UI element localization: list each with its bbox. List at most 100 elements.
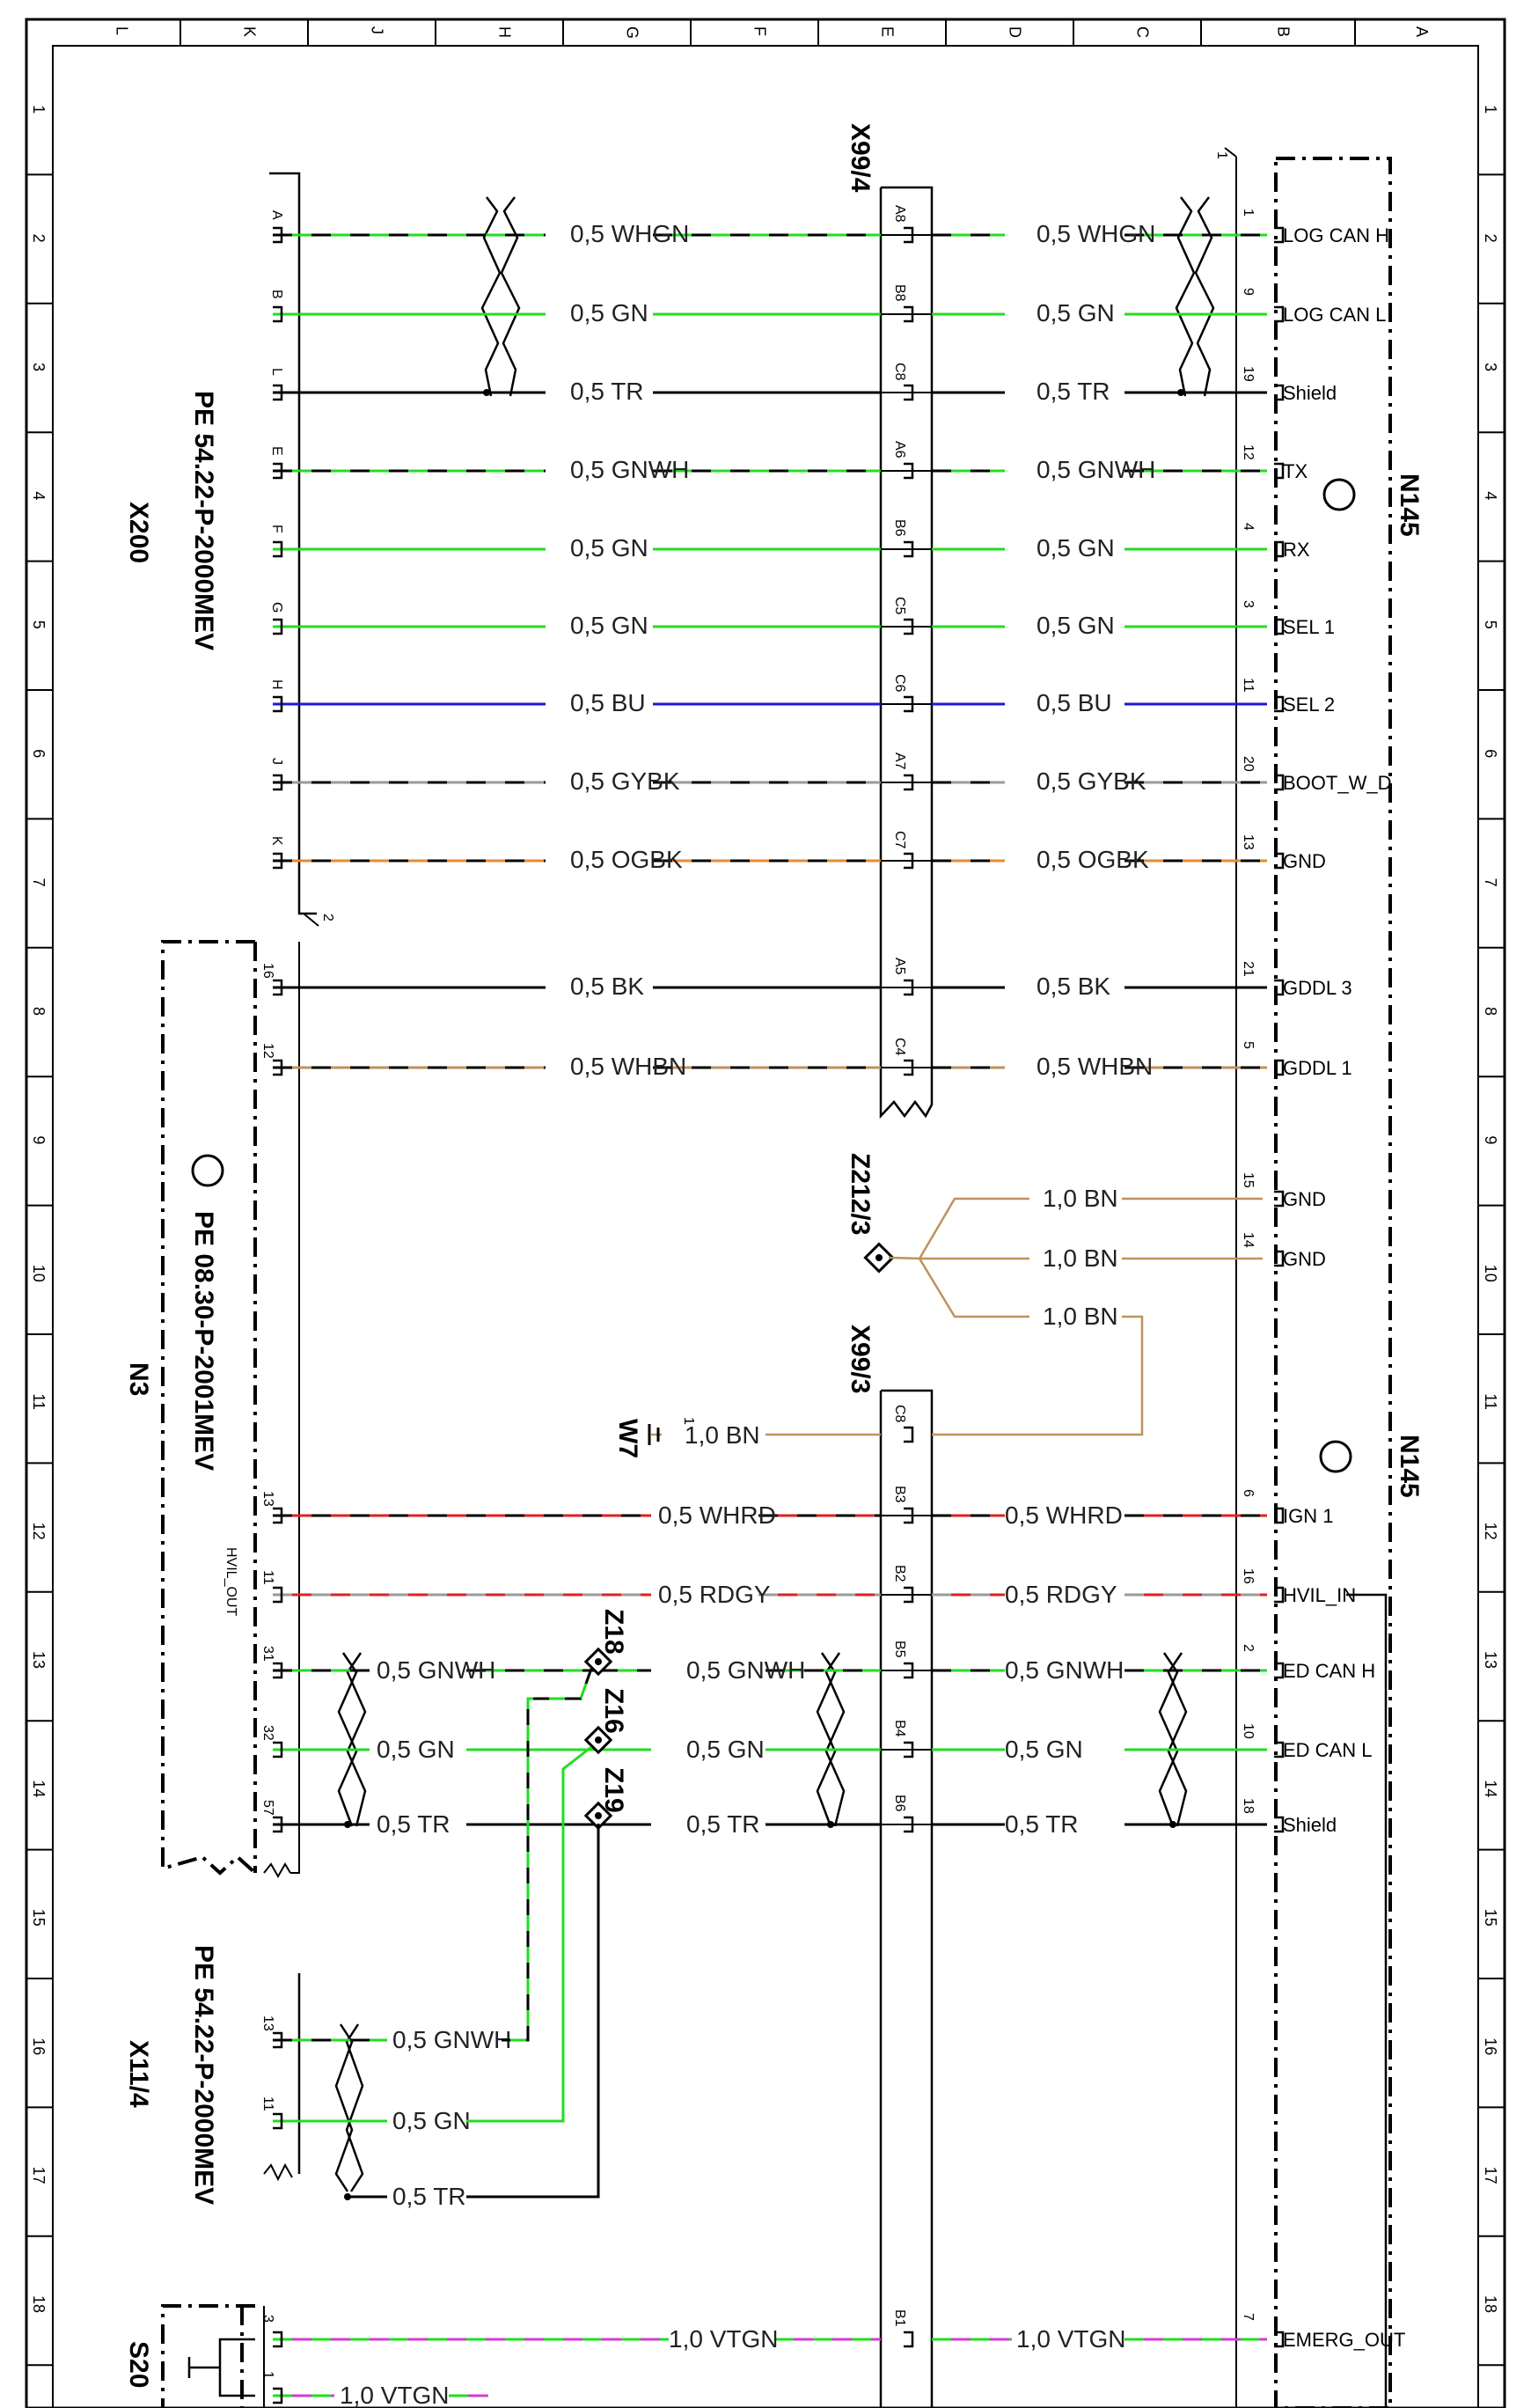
wire-label-left: 0,5 GN xyxy=(570,534,648,562)
n145-pin-number: 11 xyxy=(1241,678,1256,693)
pin-terminal xyxy=(1274,226,1285,244)
pin-terminal xyxy=(1274,695,1285,713)
ground-wire-label: 1,0 BN xyxy=(1043,1185,1118,1212)
switch-symbol xyxy=(187,2338,255,2397)
x200-pin-number: B xyxy=(269,290,284,299)
pin-terminal xyxy=(904,384,914,401)
n3-pin-number: 11 xyxy=(260,1570,275,1585)
x99-4-pin-number: B8 xyxy=(892,284,907,302)
grid-col-label: G xyxy=(624,26,641,39)
x200-pin-number: 12 xyxy=(260,1043,275,1059)
wire-label-right: 0,5 GNWH xyxy=(1037,456,1155,483)
grid-col-label: L xyxy=(114,26,131,35)
pin-terminal xyxy=(1274,1059,1285,1076)
pin-terminal xyxy=(1274,1586,1285,1604)
x99-3-pin-number: B2 xyxy=(892,1565,907,1582)
wire-label-right: 0,5 WHGN xyxy=(1037,220,1155,247)
grid-row-label-right: 15 xyxy=(1482,1909,1499,1927)
z212-lead xyxy=(888,1256,920,1260)
x11-4-label: X11/4 xyxy=(124,2040,153,2108)
wire-label-right: 0,5 RDGY xyxy=(1005,1581,1117,1608)
x200-pin-number: L xyxy=(269,368,284,376)
pin-terminal xyxy=(904,462,914,480)
shield-dot xyxy=(344,2193,351,2200)
pin-terminal xyxy=(904,540,914,558)
w7-label: W7 xyxy=(613,1419,642,1458)
x200-reference: PE 54.22-P-2000MEV xyxy=(189,391,218,650)
x200-label: X200 xyxy=(124,502,153,563)
s20-wire-label-right: 1,0 VTGN xyxy=(1016,2325,1125,2353)
pin-terminal xyxy=(904,979,914,996)
wire-label-left: 0,5 WHBN xyxy=(570,1053,686,1080)
pin-terminal xyxy=(904,852,914,870)
ground-splice-z212 xyxy=(651,1197,1263,1436)
x200-corner-number: 2 xyxy=(320,914,335,921)
x200-pin-number: J xyxy=(269,758,284,765)
grid-row-label-left: 12 xyxy=(30,1523,48,1540)
n145-pin-number: 19 xyxy=(1241,366,1256,382)
pin-terminal xyxy=(273,1816,283,1833)
wire-label-left: 0,5 BU xyxy=(570,689,646,716)
n145-pin-number: 21 xyxy=(1241,961,1256,977)
wire-label-right: 0,5 WHRD xyxy=(1005,1501,1123,1529)
wire-label-right: 0,5 GN xyxy=(1005,1736,1083,1763)
grid-row-label-right: 12 xyxy=(1482,1523,1499,1540)
grid-row-label-right: 9 xyxy=(1482,1135,1499,1144)
pin-terminal xyxy=(1274,462,1285,480)
x200-pin-number: H xyxy=(269,679,284,690)
x99-4-pin-number: C5 xyxy=(892,597,907,615)
grid-col-label: F xyxy=(751,26,769,36)
n145-pin-number: 20 xyxy=(1241,756,1256,772)
grid-col-label: E xyxy=(879,26,897,37)
n145-pin-number: 14 xyxy=(1241,1232,1256,1248)
w7-ground-symbol xyxy=(648,1424,660,1445)
ground-wire-label: 1,0 BN xyxy=(1043,1244,1118,1272)
wire-label-right: 0,5 TR xyxy=(1037,378,1110,405)
pin-terminal xyxy=(273,1059,283,1076)
pin-terminal xyxy=(904,1059,914,1076)
sheet-frame xyxy=(25,18,1506,2408)
s20-pin-number: 3 xyxy=(260,2315,275,2323)
grid-col-label: D xyxy=(1007,26,1024,38)
s20-wire-label: 1,0 VTGN xyxy=(669,2325,778,2353)
n145-signal-name: IGN 1 xyxy=(1283,1505,1333,1527)
grid-row-label-left: 11 xyxy=(30,1393,48,1410)
grid-row-label-right: 7 xyxy=(1482,878,1499,887)
pin-terminal xyxy=(1274,1507,1285,1524)
x11-wire-label: 0,5 GN xyxy=(392,2107,471,2134)
pin-terminal xyxy=(1274,1816,1285,1833)
n145-signal-name: GND xyxy=(1283,1188,1326,1210)
grid-row-label-left: 15 xyxy=(30,1909,48,1927)
z18-label: Z18 xyxy=(599,1609,628,1655)
n145-label-bottom: N145 xyxy=(1395,1435,1424,1498)
x99-3-pin-number: B3 xyxy=(892,1486,907,1503)
x99-4-pin-number: A6 xyxy=(892,441,907,459)
shield-dot xyxy=(344,1821,351,1828)
pin-terminal xyxy=(904,1507,914,1524)
n145-pin-number: 9 xyxy=(1241,288,1256,296)
pin-terminal xyxy=(273,1662,283,1679)
grid-row-label-right: 5 xyxy=(1482,620,1499,629)
pin-terminal xyxy=(904,1741,914,1758)
ed-can-splices xyxy=(583,1647,613,1831)
n3-label: N3 xyxy=(124,1362,153,1396)
wire-label-right: 0,5 BU xyxy=(1037,689,1112,716)
component-tags: X99/4 X99/3 N145 N145 X200 N3 X11/4 S20 … xyxy=(124,123,1424,2388)
pin-terminal xyxy=(1274,774,1285,791)
pin-terminal xyxy=(904,1816,914,1833)
pin-terminal xyxy=(273,305,283,323)
pin-terminal xyxy=(273,2331,283,2348)
pin-terminal xyxy=(1274,540,1285,558)
shield-dot xyxy=(827,1821,834,1828)
z19-label: Z19 xyxy=(599,1767,628,1813)
pin-terminal xyxy=(1274,305,1285,323)
hvil-out-label: HVIL_OUT xyxy=(223,1547,238,1616)
x99-3-pin-number: B1 xyxy=(892,2309,907,2327)
control-unit-symbols xyxy=(191,478,1356,1473)
n145-signal-name: LOG CAN L xyxy=(1283,304,1386,326)
pin-terminal xyxy=(273,1507,283,1524)
n3-pin-number: 57 xyxy=(260,1800,275,1816)
grid-row-label-right: 1 xyxy=(1482,105,1499,114)
wire-label-left: 0,5 GYBK xyxy=(570,767,680,795)
